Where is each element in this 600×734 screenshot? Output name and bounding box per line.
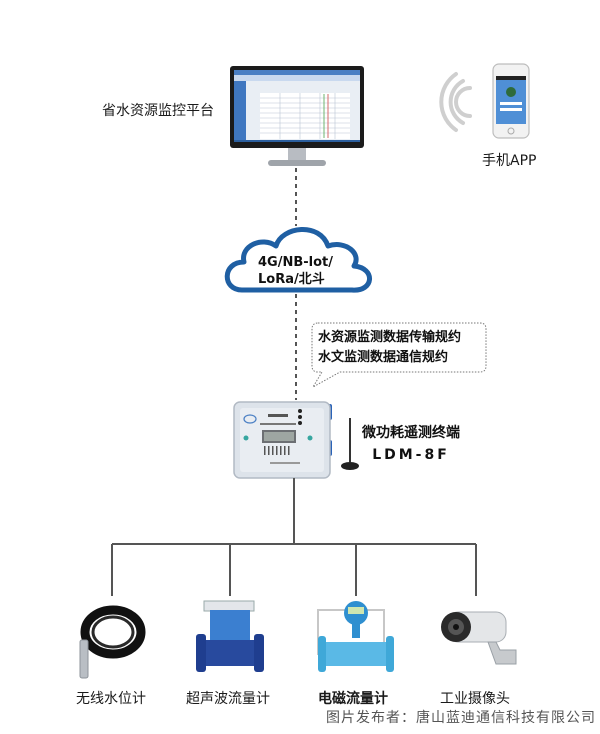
sensor-label-camera: 工业摄像头	[440, 691, 510, 707]
antenna-icon	[341, 418, 359, 470]
electromagnetic-flowmeter-icon	[317, 601, 394, 672]
network-line-2: LoRa/北斗	[258, 272, 325, 287]
water-level-sensor-icon	[79, 605, 146, 679]
cloud-network-icon	[224, 227, 372, 293]
protocol-callout	[311, 322, 487, 389]
ultrasonic-flowmeter-icon	[196, 600, 264, 672]
sensor-label-water-level: 无线水位计	[76, 691, 146, 707]
industrial-camera-icon	[441, 611, 517, 665]
terminal-model: LDM-8F	[372, 447, 450, 463]
protocol-line-1: 水资源监测数据传输规约	[318, 330, 462, 345]
platform-label: 省水资源监控平台	[102, 103, 214, 119]
sensor-label-ultrasonic: 超声波流量计	[186, 691, 270, 707]
sensor-label-electromagnetic: 电磁流量计	[318, 691, 388, 707]
terminal-label: 微功耗遥测终端 LDM-8F	[362, 422, 460, 466]
mobile-app-label: 手机APP	[482, 153, 537, 169]
publisher-watermark: 图片发布者：唐山蓝迪通信科技有限公司	[326, 710, 596, 726]
bus-lines	[111, 478, 477, 596]
smartphone-icon	[492, 63, 530, 139]
network-label: 4G/NB-lot/ LoRa/北斗	[258, 254, 333, 288]
terminal-name: 微功耗遥测终端	[362, 425, 460, 441]
protocol-text: 水资源监测数据传输规约 水文监测数据通信规约	[318, 328, 461, 368]
protocol-line-2: 水文监测数据通信规约	[318, 350, 449, 365]
telemetry-terminal-icon	[233, 401, 332, 479]
wifi-signal-icon	[439, 72, 472, 132]
network-line-1: 4G/NB-lot/	[258, 255, 333, 270]
monitor-icon	[230, 66, 364, 166]
